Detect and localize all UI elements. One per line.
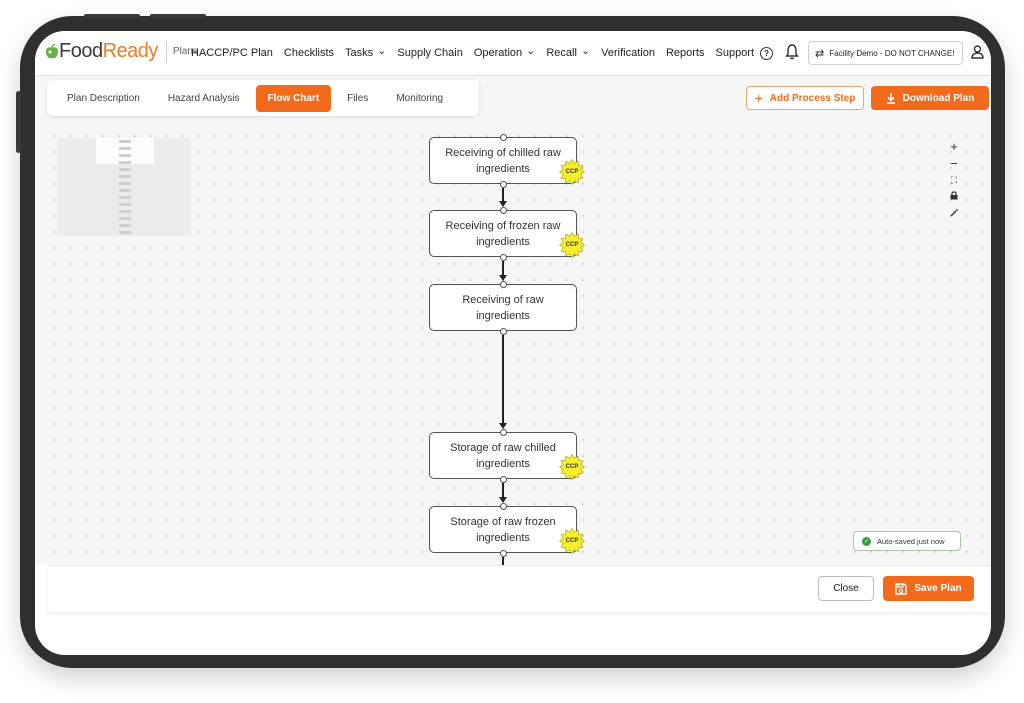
tab-monitoring[interactable]: Monitoring [396, 92, 444, 104]
flow-edge-arrow [499, 200, 507, 207]
flow-node[interactable]: Storage of raw chilled ingredients [429, 432, 577, 479]
plan-footer: Close Save Plan [48, 565, 991, 612]
minimap-nodes [119, 140, 131, 234]
canvas-grid[interactable] [47, 128, 991, 564]
nav-item-checklists[interactable]: Checklists [283, 47, 335, 59]
nav-plans-label: Plans [172, 46, 198, 57]
apple-icon [45, 43, 59, 58]
flow-node-input-port[interactable] [499, 502, 507, 510]
flow-edge[interactable] [502, 187, 504, 202]
plus-icon: + [754, 90, 763, 106]
facility-selector[interactable]: ⇄ Facility Demo - DO NOT CHANGE! [808, 41, 963, 65]
flow-minimap[interactable] [57, 138, 191, 236]
ccp-badge: CCP [558, 527, 586, 555]
swap-icon: ⇄ [815, 47, 825, 60]
flow-node-output-port[interactable] [499, 180, 507, 188]
flow-node[interactable]: Receiving of frozen raw ingredients [429, 210, 577, 257]
ccp-badge: CCP [558, 158, 586, 186]
tab-flow-chart[interactable]: Flow Chart [255, 84, 332, 112]
nav-item-haccp-pc-plan[interactable]: HACCP/PC Plan [191, 47, 273, 59]
logo-text: FoodReady [59, 40, 158, 62]
nav-item-reports[interactable]: Reports [665, 47, 705, 59]
flow-node[interactable]: Receiving of chilled raw ingredients [429, 137, 577, 184]
ccp-label: CCP [565, 538, 579, 544]
ccp-badge: CCP [558, 231, 586, 259]
lock-icon[interactable] [943, 189, 965, 206]
flow-edge-arrow [499, 422, 507, 429]
nav-item-operation[interactable]: Operation⌄ [473, 45, 536, 59]
flow-chart-workspace: Plan Description Hazard Analysis Flow Char… [35, 76, 991, 577]
flow-node-input-port[interactable] [499, 133, 507, 141]
user-icon[interactable] [971, 45, 984, 59]
check-circle-icon: ✓ [862, 536, 871, 546]
tablet-side-button [16, 91, 21, 153]
zoom-out-button[interactable]: − [950, 156, 958, 171]
bell-icon[interactable] [785, 44, 799, 60]
nav-item-supply-chain[interactable]: Supply Chain [397, 47, 463, 59]
logo-separator [165, 40, 167, 63]
tab-files[interactable]: Files [347, 92, 369, 104]
nav-item-support[interactable]: Support? [716, 46, 774, 60]
ccp-badge: CCP [558, 453, 586, 481]
tab-plan-description[interactable]: Plan Description [67, 92, 140, 104]
nav-item-verification[interactable]: Verification [601, 47, 655, 59]
flow-edge[interactable] [502, 334, 504, 424]
flow-edge[interactable] [502, 260, 504, 276]
plan-tabs: Plan Description Hazard Analysis Flow Char… [47, 80, 479, 116]
nav-item-tasks[interactable]: Tasks⌄ [345, 45, 387, 59]
chevron-down-icon: ⌄ [580, 45, 591, 57]
flow-node[interactable]: Storage of raw frozen ingredients [429, 506, 577, 553]
flow-node-output-port[interactable] [499, 475, 507, 483]
flow-node-input-port[interactable] [499, 280, 507, 288]
flow-node[interactable]: Receiving of raw ingredients [429, 284, 577, 331]
ccp-label: CCP [565, 242, 579, 248]
chevron-down-icon: ⌄ [377, 45, 387, 57]
ccp-label: CCP [565, 464, 579, 470]
floppy-disk-icon [895, 582, 908, 595]
flow-node-output-port[interactable] [499, 549, 507, 557]
close-button[interactable]: Close [818, 576, 874, 601]
flow-edge[interactable] [502, 482, 504, 498]
fit-view-icon[interactable]: ⛶ [950, 175, 958, 185]
foodready-logo[interactable]: FoodReady Plans [45, 40, 198, 63]
zoom-in-button[interactable]: + [950, 139, 958, 154]
flow-edge-arrow [499, 274, 507, 281]
app-screen: FoodReady Plans HACCP/PC Plan Checklists T… [35, 31, 991, 655]
flow-node-input-port[interactable] [499, 428, 507, 436]
chevron-down-icon: ⌄ [526, 45, 536, 57]
download-plan-button[interactable]: Download Plan [871, 86, 989, 110]
download-icon [886, 92, 895, 104]
tablet-top-button-2 [150, 14, 206, 18]
add-process-step-button[interactable]: + Add Process Step [746, 86, 864, 110]
tab-hazard-analysis[interactable]: Hazard Analysis [167, 92, 240, 104]
autosave-status: ✓ Auto-saved just now [853, 531, 961, 551]
tablet-top-button [84, 14, 140, 18]
question-circle-icon[interactable]: ? [760, 46, 774, 60]
magic-wand-icon[interactable] [943, 206, 965, 223]
facility-name: Facility Demo - DO NOT CHANGE! [829, 48, 955, 58]
zoom-controls: + − ⛶ [943, 138, 965, 223]
flow-node-output-port[interactable] [499, 327, 507, 335]
flow-node-output-port[interactable] [499, 253, 507, 261]
nav-item-recall[interactable]: Recall⌄ [546, 45, 591, 59]
ccp-label: CCP [565, 169, 579, 175]
flow-node-input-port[interactable] [499, 206, 507, 214]
top-navigation: FoodReady Plans HACCP/PC Plan Checklists T… [35, 31, 991, 76]
flow-edge-arrow [499, 496, 507, 503]
nav-menu: HACCP/PC Plan Checklists Tasks⌄ Supply Chai… [191, 31, 784, 75]
save-plan-button[interactable]: Save Plan [883, 576, 974, 601]
